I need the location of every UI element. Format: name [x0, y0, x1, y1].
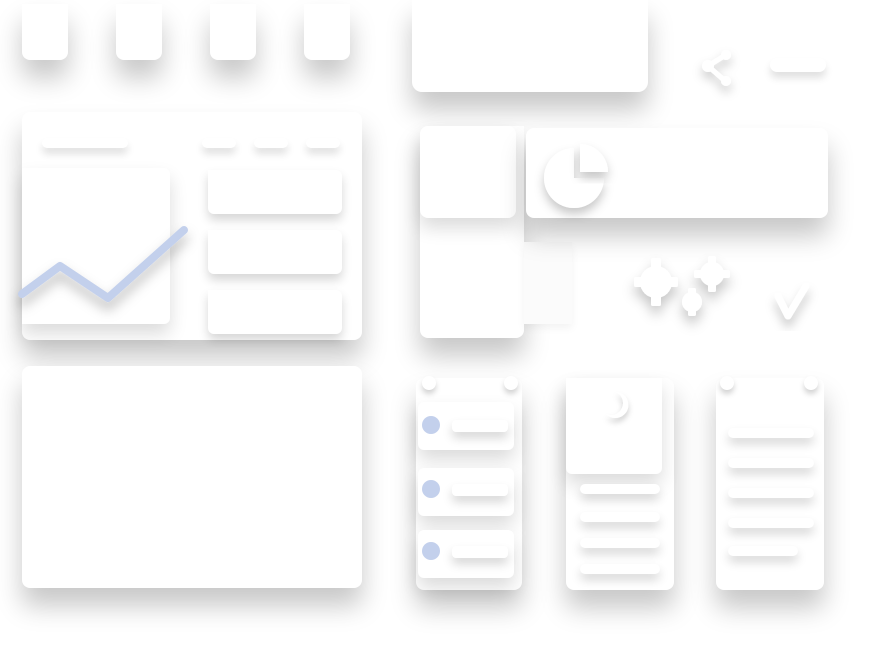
list-item-line [452, 420, 508, 432]
large-content-card [22, 366, 362, 588]
list-item-line [452, 546, 508, 558]
list-bullet-icon [422, 542, 440, 560]
top-tab-3[interactable] [210, 4, 256, 60]
panel-row-3[interactable] [208, 290, 342, 334]
panel-row-1[interactable] [208, 170, 342, 214]
check-icon [774, 282, 810, 320]
moon-card-line-3 [580, 538, 660, 548]
text-card-line-5 [728, 546, 798, 556]
middle-card-top [420, 126, 516, 218]
list-card-tab-right [504, 376, 518, 390]
moon-icon [606, 392, 629, 418]
chart-box [22, 168, 170, 324]
list-card [416, 376, 522, 590]
list-bullet-icon [422, 416, 440, 434]
top-tab-2[interactable] [116, 4, 162, 60]
moon-card-header [566, 378, 662, 474]
panel-menu-pill-1[interactable] [202, 138, 236, 148]
panel-menu-pill-2[interactable] [254, 138, 288, 148]
panel-row-2[interactable] [208, 230, 342, 274]
top-banner [412, 0, 648, 92]
top-right-pill [770, 58, 826, 72]
top-tab-4[interactable] [304, 4, 350, 60]
text-card [716, 376, 824, 590]
text-card-line-4 [728, 518, 814, 528]
text-card-tab-left [720, 376, 734, 390]
middle-divider [524, 242, 572, 324]
gear-icon[interactable] [634, 252, 754, 332]
list-bullet-icon [422, 480, 440, 498]
text-card-line-1 [728, 428, 814, 438]
middle-card [420, 126, 524, 338]
top-tab-1[interactable] [22, 4, 68, 60]
panel-title-pill [42, 138, 128, 148]
moon-card-line-4 [580, 564, 660, 574]
list-item-1[interactable] [418, 402, 514, 450]
text-card-tab-right [804, 376, 818, 390]
pie-chart-icon [544, 144, 608, 208]
trend-line [18, 226, 188, 302]
text-card-line-3 [728, 488, 814, 498]
list-item-line [452, 484, 508, 496]
list-item-2[interactable] [418, 468, 514, 516]
dashboard-panel [22, 112, 362, 340]
moon-card-line-2 [580, 512, 660, 522]
moon-card-line-1 [580, 484, 660, 494]
share-icon[interactable] [690, 48, 734, 92]
moon-card [566, 378, 674, 590]
panel-menu-pill-3[interactable] [306, 138, 340, 148]
list-card-tab-left [422, 376, 436, 390]
list-item-3[interactable] [418, 530, 514, 578]
text-card-line-2 [728, 458, 814, 468]
